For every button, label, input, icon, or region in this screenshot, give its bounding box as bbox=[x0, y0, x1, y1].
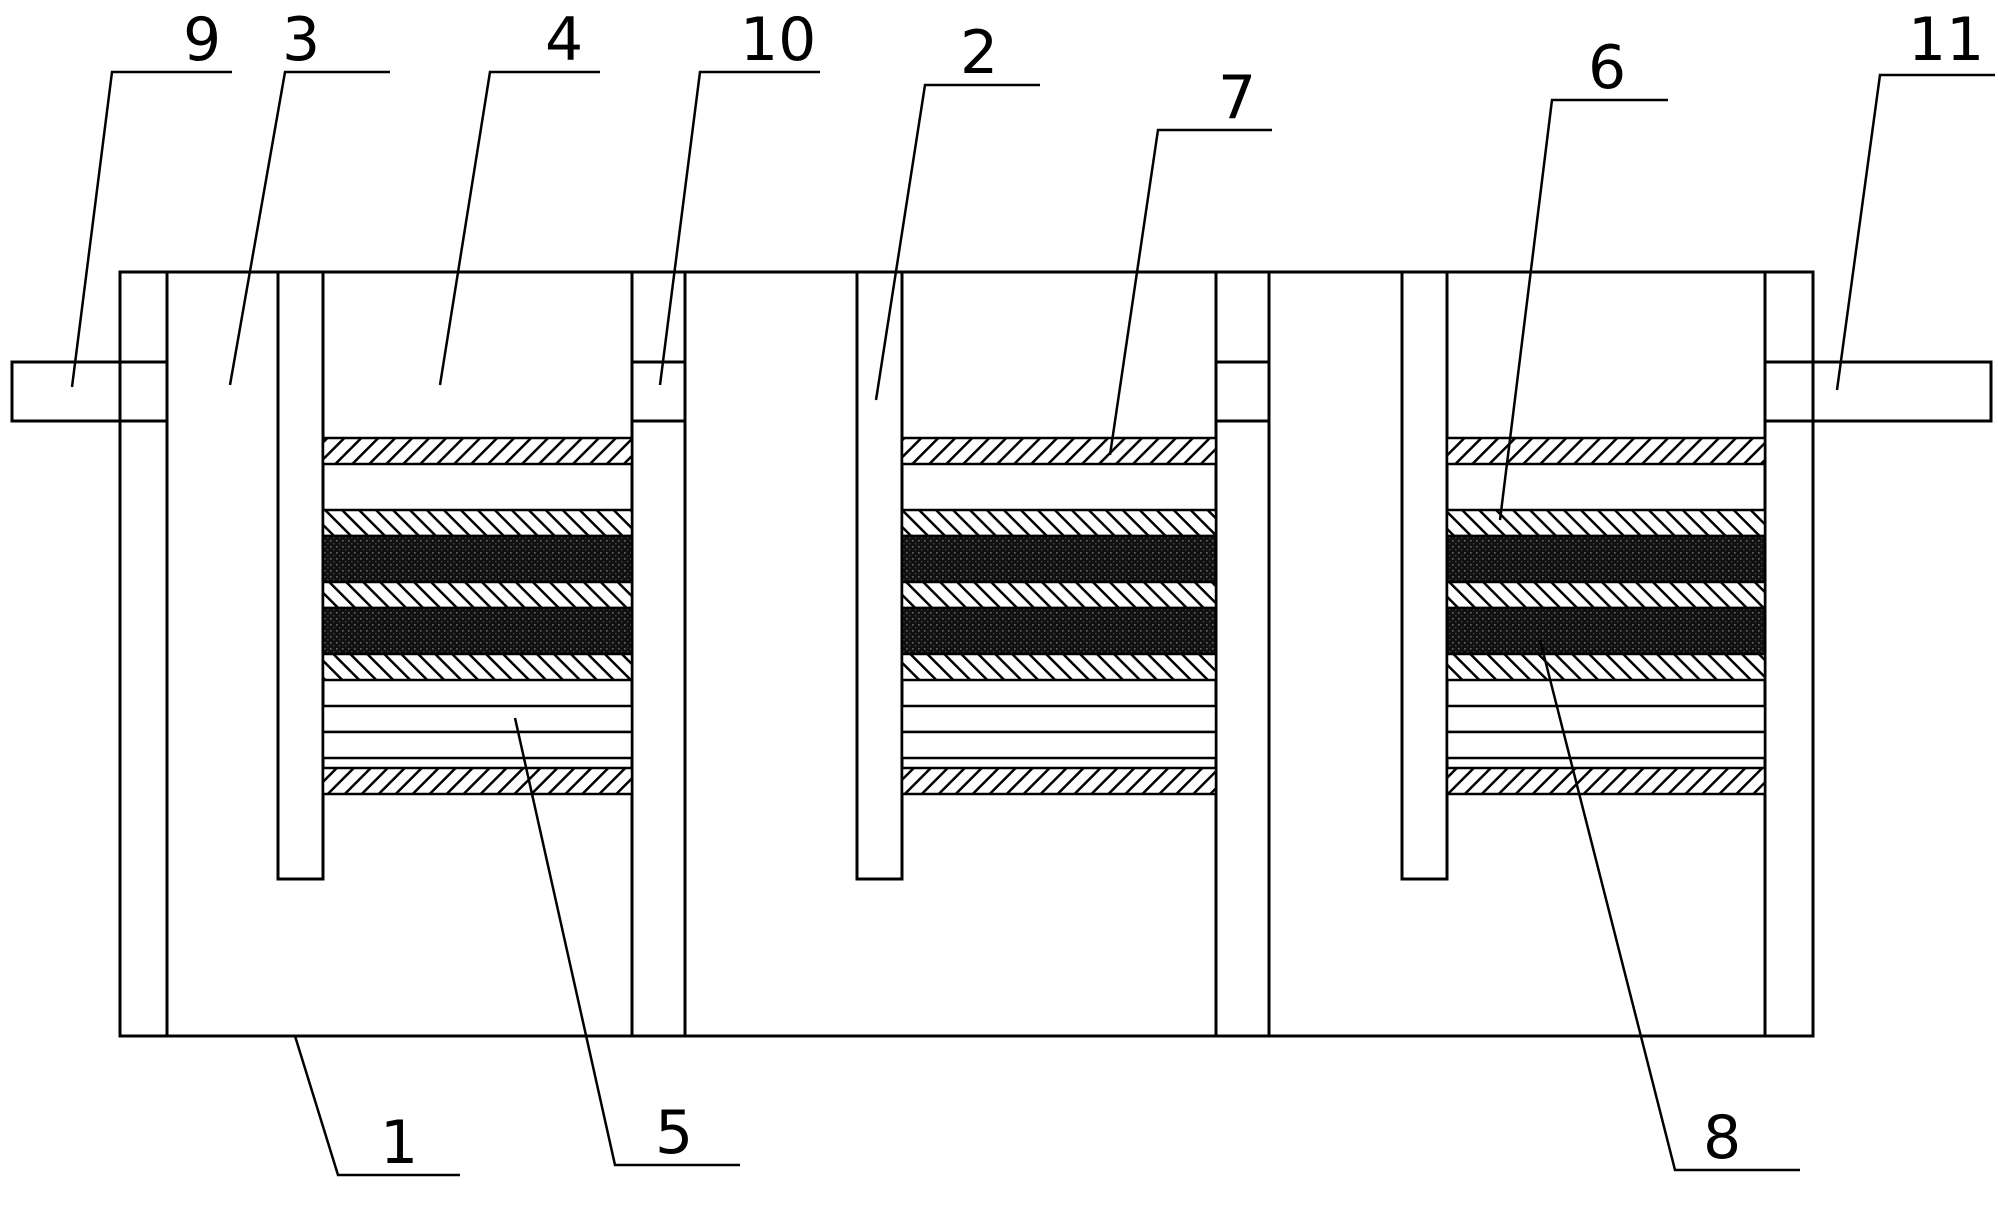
leader-8 bbox=[1538, 639, 1800, 1172]
leader-5 bbox=[513, 717, 740, 1167]
leader-4 bbox=[438, 70, 600, 386]
partition-right bbox=[1214, 270, 1271, 1038]
baffle-right bbox=[1400, 270, 1449, 881]
label-10: 10 bbox=[740, 5, 816, 75]
baffle-left bbox=[276, 270, 325, 881]
filter-stack-left bbox=[321, 436, 634, 796]
label-3: 3 bbox=[282, 5, 320, 75]
leader-7 bbox=[1108, 128, 1272, 456]
filter-stack-right bbox=[1445, 436, 1767, 796]
connecting-pipe-right bbox=[1214, 360, 1271, 423]
filter-stack-middle bbox=[900, 436, 1218, 796]
label-8: 8 bbox=[1703, 1103, 1741, 1173]
label-7: 7 bbox=[1218, 63, 1256, 133]
label-1: 1 bbox=[380, 1108, 418, 1178]
right-inner-wall bbox=[1763, 270, 1815, 1038]
partition-left bbox=[630, 270, 687, 1038]
leader-9 bbox=[70, 70, 232, 388]
label-6: 6 bbox=[1588, 33, 1626, 103]
label-2: 2 bbox=[960, 18, 998, 88]
inlet-pipe bbox=[10, 360, 169, 423]
leader-1 bbox=[293, 1035, 460, 1177]
leader-6 bbox=[1498, 98, 1668, 521]
baffle-middle bbox=[855, 270, 904, 881]
left-inner-wall bbox=[118, 270, 169, 1038]
leader-11 bbox=[1835, 73, 1995, 391]
label-4: 4 bbox=[545, 5, 583, 75]
outlet-pipe bbox=[1763, 360, 1993, 423]
label-5: 5 bbox=[655, 1098, 693, 1168]
leader-10 bbox=[658, 70, 820, 386]
connecting-pipe bbox=[630, 360, 687, 423]
leader-3 bbox=[228, 70, 390, 386]
leader-2 bbox=[874, 83, 1040, 401]
label-9: 9 bbox=[183, 5, 221, 75]
label-11: 11 bbox=[1908, 5, 1984, 75]
